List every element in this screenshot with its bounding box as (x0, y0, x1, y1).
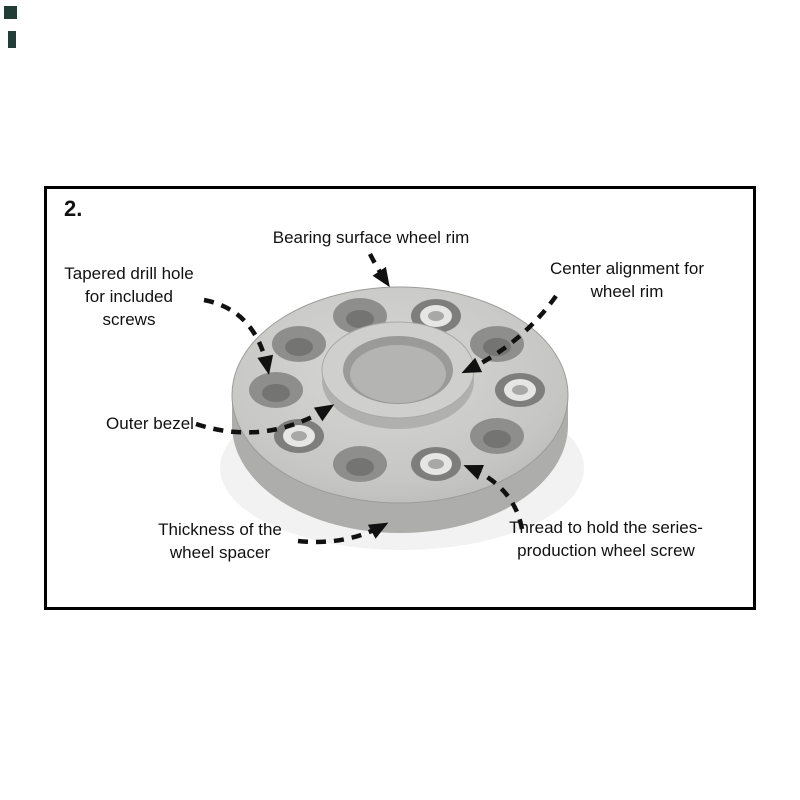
scan-artifact (8, 31, 16, 48)
label-bearing-surface: Bearing surface wheel rim (272, 228, 470, 247)
label-thread: Thread to hold the series- production wh… (509, 518, 703, 560)
label-outer-bezel: Outer bezel (106, 414, 194, 433)
scan-artifact (4, 6, 17, 19)
step-number: 2. (64, 196, 83, 221)
label-tapered-drill-hole: Tapered drill hole for included screws (64, 264, 194, 329)
label-center-alignment: Center alignment for wheel rim (549, 259, 705, 301)
label-thickness: Thickness of the wheel spacer (158, 520, 282, 562)
